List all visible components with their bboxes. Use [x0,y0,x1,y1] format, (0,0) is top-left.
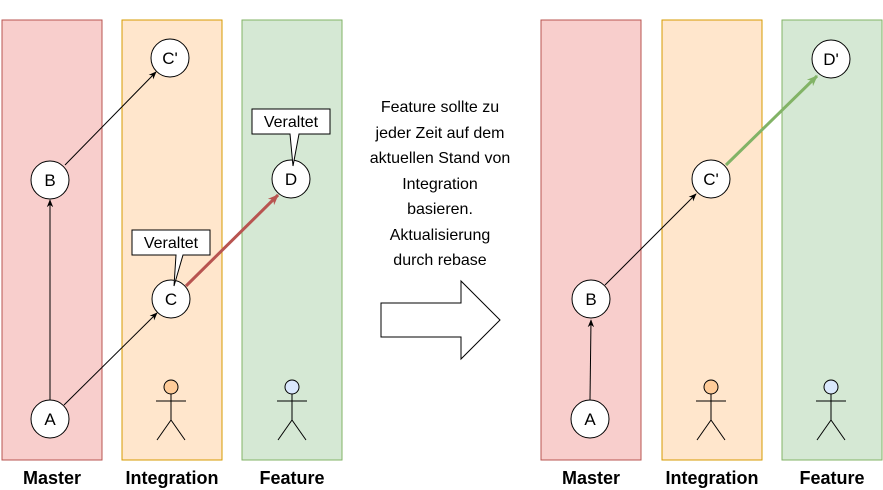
note-line: Aktualisierung [389,226,491,244]
feature-actor-person-icon [277,379,307,441]
commit-a-after: A [570,399,610,439]
note-line: Integration [402,175,478,193]
svg-text:Veraltet: Veraltet [144,235,199,252]
commit-b: B [30,160,70,200]
after-panel: A B C' D' Master [540,19,883,488]
commit-a: A [30,399,70,439]
commit-c: C [151,279,191,319]
integration-actor-person-icon-after [696,379,726,441]
note-line: basieren. [407,201,473,218]
master-lane [1,19,103,461]
before-panel: A B C' C D Veraltet Veraltet [1,19,343,488]
note-line: aktuellen Stand von [369,150,511,167]
svg-text:Veraltet: Veraltet [264,114,319,131]
svg-text:D': D' [823,50,839,69]
feature-lane-label-after: Feature [799,468,864,488]
master-lane-label: Master [23,468,81,488]
commit-d: D [271,159,311,199]
stale-callout-d: Veraltet [251,108,331,167]
feature-actor-person-icon-after [816,379,846,441]
note-line: Feature sollte zu [380,99,500,116]
integration-actor-person-icon [156,379,186,441]
stale-callout-c: Veraltet [131,229,211,287]
commit-d-prime-after: D' [811,39,851,79]
master-lane-label-after: Master [562,468,620,488]
commit-b-after: B [571,279,611,319]
feature-lane-label: Feature [259,468,324,488]
commit-c-prime: C' [150,38,190,78]
edge-b-c-prime-after [604,193,697,286]
rebase-explanation-note: Feature sollte zu jeder Zeit auf dem akt… [345,95,535,274]
svg-text:B: B [44,171,55,190]
edge-c-prime-d-prime-rebased [724,74,819,167]
master-lane-after [540,19,642,461]
edge-c-d-stale [184,193,280,288]
svg-text:A: A [584,410,596,429]
integration-lane-label-after: Integration [666,468,759,488]
svg-text:B: B [585,290,596,309]
svg-text:C: C [165,290,177,309]
svg-text:D: D [285,170,297,189]
svg-text:A: A [44,410,56,429]
note-line: jeder Zeit auf dem [375,124,505,142]
feature-lane [241,19,343,461]
edge-a-c [63,312,158,406]
svg-text:C': C' [703,170,719,189]
integration-lane-label: Integration [126,468,219,488]
svg-text:C': C' [162,49,178,68]
note-line: durch rebase [393,252,487,269]
edge-a-b-after [587,319,595,401]
right-arrow-icon [380,279,501,361]
edge-b-c-prime [64,71,157,166]
commit-c-prime-after: C' [691,159,731,199]
